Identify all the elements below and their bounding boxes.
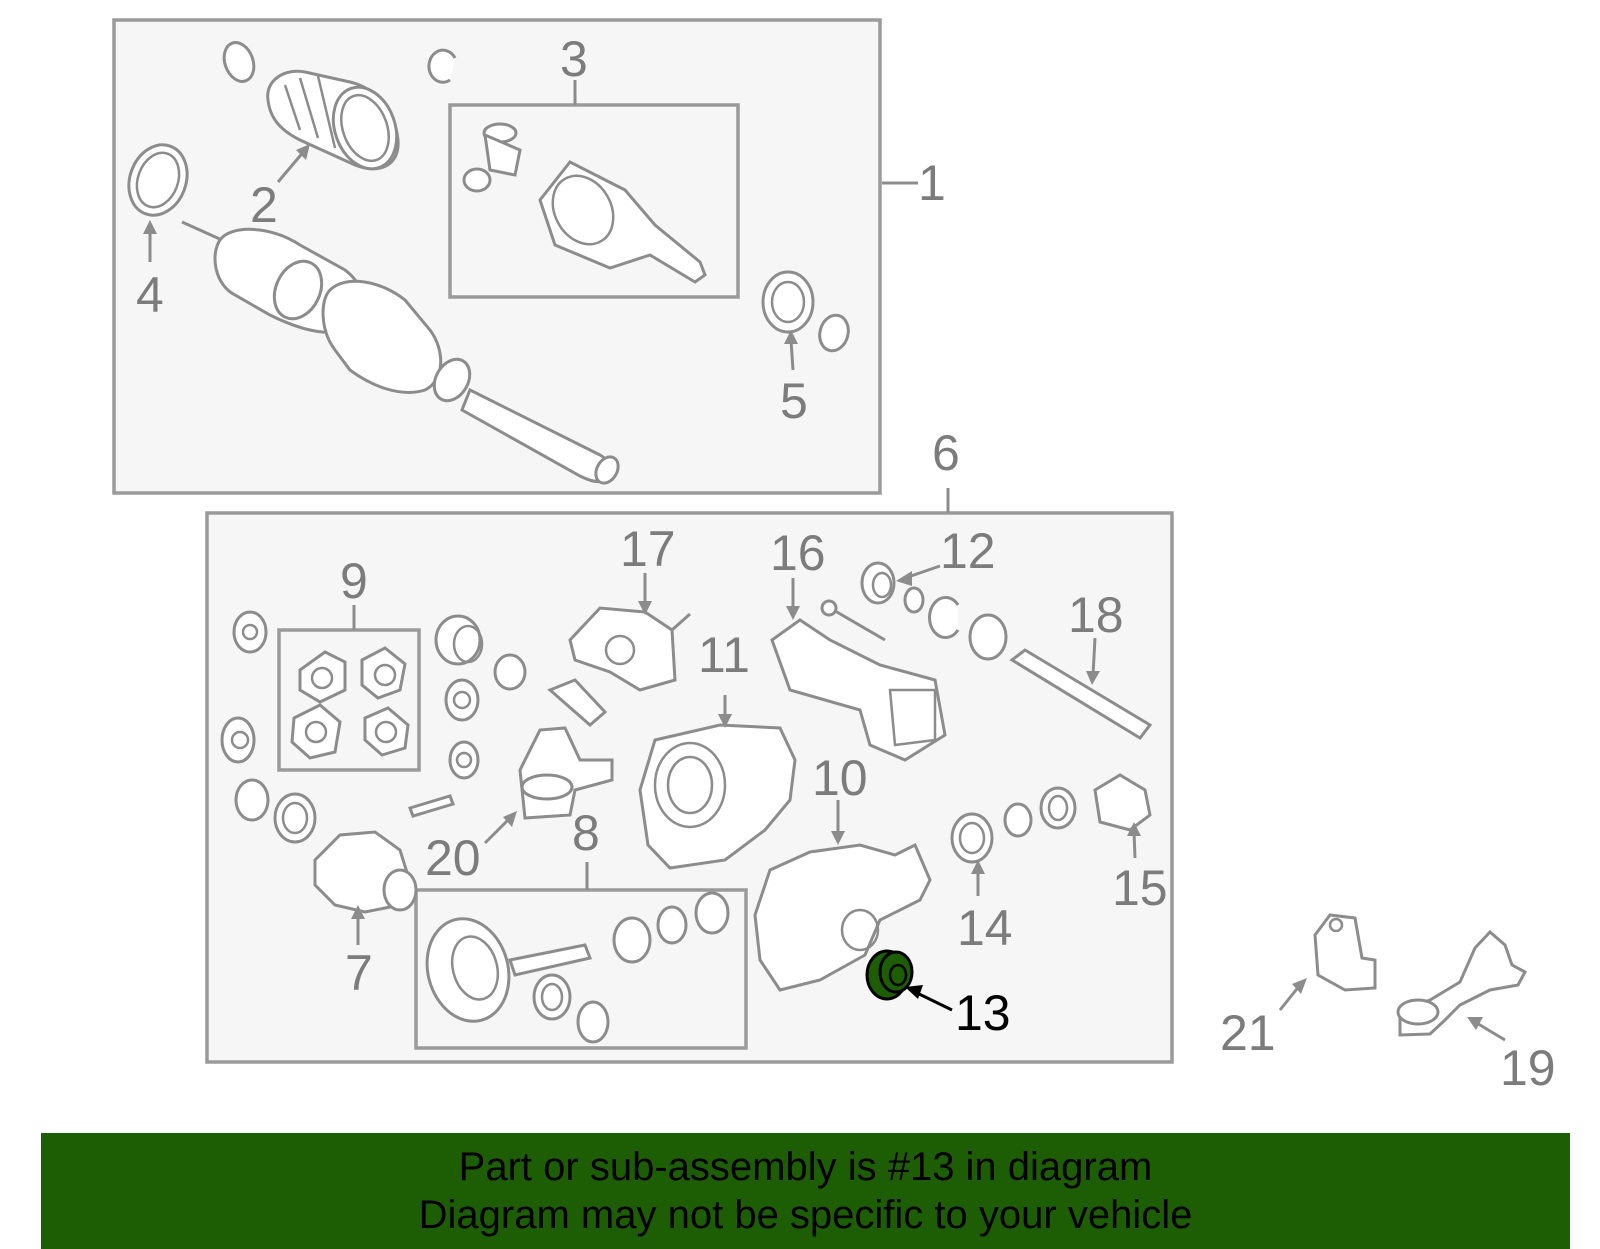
spline-shaft-part (547, 678, 608, 727)
seal-part-c (234, 778, 270, 822)
callout-7: 7 (345, 945, 373, 1001)
callout-6: 6 (932, 425, 960, 481)
shaft-part-18 (1009, 648, 1153, 740)
info-banner: Part or sub-assembly is #13 in diagram D… (41, 1133, 1570, 1249)
washer-part-h (448, 740, 480, 780)
callout-5: 5 (780, 373, 808, 429)
callout-18: 18 (1068, 587, 1124, 643)
washer-part-b (220, 716, 256, 764)
callout-3: 3 (560, 31, 588, 87)
bearing-part-k (1039, 786, 1077, 830)
callout-21: 21 (1220, 1005, 1276, 1061)
inner-joint-part-3 (462, 122, 707, 284)
pin-part (408, 794, 455, 818)
banner-line-2: Diagram may not be specific to your vehi… (418, 1193, 1193, 1237)
seal-part-14 (950, 812, 994, 864)
ring-pinion-part-8 (425, 891, 730, 1044)
callout-14: 14 (957, 900, 1013, 956)
o-ring-part (818, 313, 850, 353)
rear-cover-part-11 (638, 723, 797, 870)
bearing-part-5 (761, 270, 815, 334)
callout-2: 2 (250, 177, 278, 233)
bearing-part-e (434, 614, 482, 666)
boot-clamp-part (222, 41, 256, 83)
callout-11: 11 (698, 627, 750, 683)
seal-part-i (968, 613, 1008, 661)
callout-9: 9 (340, 553, 368, 609)
banner-line-1: Part or sub-assembly is #13 in diagram (458, 1145, 1153, 1189)
callout-8: 8 (572, 805, 600, 861)
washer-part-j (1003, 802, 1033, 838)
snap-ring-part-c (928, 596, 960, 639)
snap-ring-part-b (903, 586, 925, 614)
washer-part-g (444, 678, 480, 722)
callout-16: 16 (770, 525, 826, 581)
callout-10: 10 (812, 750, 868, 806)
mount-part-20 (518, 726, 614, 820)
callout-17: 17 (620, 521, 676, 577)
carrier-part-16 (770, 599, 947, 762)
housing-part-10 (753, 842, 932, 992)
callout-13: 13 (955, 985, 1011, 1041)
gear-set-part-9 (290, 646, 410, 760)
seal-part-4 (127, 143, 189, 217)
bearing-part-d (273, 792, 317, 844)
callout-1: 1 (918, 155, 946, 211)
washer-part-a (232, 610, 268, 654)
callout-20: 20 (425, 830, 481, 886)
callout-15: 15 (1112, 860, 1168, 916)
cover-part-17 (568, 606, 691, 692)
mount-part-21 (1313, 913, 1377, 992)
bracket-part-19 (1396, 929, 1528, 1037)
callout-4: 4 (136, 267, 164, 323)
boot-part-2 (266, 69, 400, 171)
flange-part-15 (1093, 773, 1152, 832)
highlighted-part-13 (865, 949, 914, 1001)
callout-12: 12 (940, 523, 996, 579)
bearing-part-f (493, 653, 527, 691)
differential-case-part-7 (313, 830, 418, 914)
snap-ring-part (427, 48, 457, 84)
axle-shaft-part (181, 220, 620, 485)
callout-19: 19 (1500, 1040, 1556, 1096)
